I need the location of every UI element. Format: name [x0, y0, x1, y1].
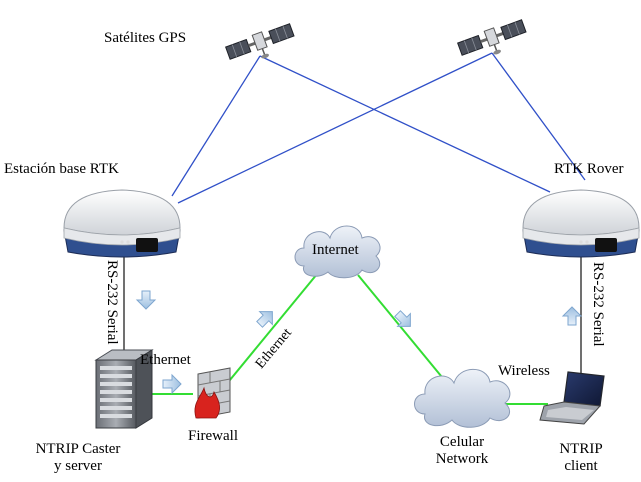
wireless-label: Wireless [498, 363, 550, 379]
cloud-icon [294, 225, 381, 279]
sat-link-right-to-base [177, 52, 493, 204]
link-internet-cellular [357, 274, 447, 383]
ethernet-label: Ethernet [140, 352, 191, 368]
gps-receiver-icon [522, 189, 640, 258]
sat-link-left-to-rover [259, 55, 551, 193]
satellites-label: Satélites GPS [104, 30, 187, 46]
arrow-icon [562, 306, 582, 326]
gps-receiver-icon [63, 189, 181, 258]
ntrip-client-line1: NTRIP [559, 441, 603, 457]
server-icon [94, 349, 154, 429]
arrow-icon [162, 374, 182, 394]
ntrip-caster-line2: y server [54, 458, 102, 474]
network-links [150, 267, 548, 405]
serial-label-right: RS-232 Serial [590, 262, 606, 347]
serial-label-left: RS-232 Serial [104, 260, 120, 345]
internet-label: Internet [312, 242, 359, 258]
cellular-line1: Celular [439, 434, 485, 450]
satellite-icon [224, 21, 299, 71]
ntrip-caster-line1: NTRIP Caster [35, 441, 121, 457]
firewall-icon [194, 367, 231, 419]
cloud-icon [414, 368, 511, 428]
link-firewall-internet [224, 267, 323, 387]
rover-label: RTK Rover [554, 161, 624, 177]
satellite-icon [456, 17, 531, 67]
ntrip-caster-label: NTRIP Caster y server [4, 441, 152, 475]
firewall-label: Firewall [188, 428, 238, 444]
satellite-links [171, 52, 586, 204]
arrow-icon [136, 290, 156, 310]
laptop-icon [539, 371, 605, 425]
sat-link-right-to-rover [491, 52, 586, 181]
ntrip-client-line2: client [564, 458, 598, 474]
sat-link-left-to-base [171, 55, 261, 197]
cellular-network-label: Celular Network [412, 434, 512, 468]
arrow-icon [252, 304, 280, 332]
ntrip-client-label: NTRIP client [546, 441, 616, 475]
cellular-line2: Network [435, 451, 489, 467]
base-station-label: Estación base RTK [4, 161, 119, 177]
